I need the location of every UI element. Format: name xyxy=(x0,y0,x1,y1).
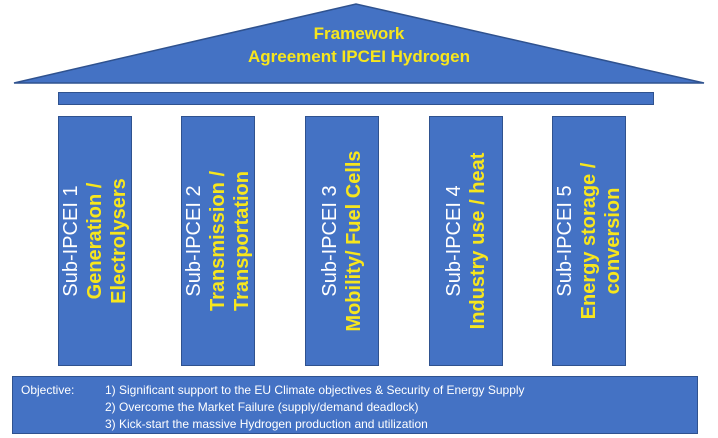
pillar-sub-ipcei-3: Sub-IPCEI 3 Mobility/ Fuel Cells xyxy=(305,116,379,366)
pillar-sub-ipcei-2: Sub-IPCEI 2 Transmission / Transportatio… xyxy=(181,116,255,366)
framework-title: Framework Agreement IPCEI Hydrogen xyxy=(0,22,718,68)
pillar-sub-ipcei-4: Sub-IPCEI 4 Industry use / heat xyxy=(429,116,503,366)
objective-label: Objective: xyxy=(21,383,75,397)
pillar-sub-ipcei-1: Sub-IPCEI 1 Generation / Electrolysers xyxy=(58,116,132,366)
roof-triangle xyxy=(13,3,705,84)
pillar-topic-line2: Electrolysers xyxy=(108,178,130,304)
objective-item-3: 3) Kick-start the massive Hydrogen produ… xyxy=(105,417,428,431)
pillar-topic-line1: Generation / xyxy=(84,182,106,300)
pillar-id: Sub-IPCEI 2 xyxy=(183,185,205,297)
pillar-topic-line1: Mobility/ Fuel Cells xyxy=(343,150,365,332)
architrave-beam xyxy=(58,92,654,105)
objective-item-1: 1) Significant support to the EU Climate… xyxy=(105,383,525,397)
pillar-topic-line1: Industry use / heat xyxy=(467,152,489,330)
roof xyxy=(13,3,705,84)
pillar-sub-ipcei-5: Sub-IPCEI 5 Energy storage / conversion xyxy=(552,116,626,366)
pillar-topic-line1: Transmission / xyxy=(207,170,229,312)
pillar-topic-line2: Transportation xyxy=(231,171,253,312)
objective-box: Objective: 1) Significant support to the… xyxy=(12,376,698,434)
objective-item-2: 2) Overcome the Market Failure (supply/d… xyxy=(105,400,419,414)
pillar-id: Sub-IPCEI 4 xyxy=(443,185,465,297)
framework-title-line1: Framework xyxy=(313,24,405,43)
pillar-topic-line1: Energy storage / xyxy=(578,162,600,320)
pillar-topic-line2: conversion xyxy=(602,187,624,295)
pillar-id: Sub-IPCEI 5 xyxy=(554,185,576,297)
pillar-id: Sub-IPCEI 1 xyxy=(60,185,82,297)
pillar-id: Sub-IPCEI 3 xyxy=(319,185,341,297)
framework-title-line2: Agreement IPCEI Hydrogen xyxy=(248,47,470,66)
